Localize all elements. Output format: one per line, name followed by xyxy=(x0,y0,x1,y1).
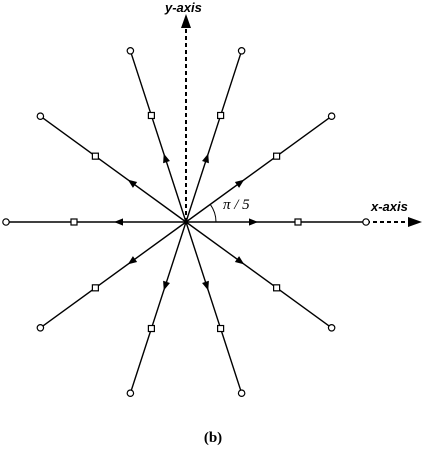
circle-marker-8 xyxy=(237,389,246,397)
ray-arrowhead-9 xyxy=(234,256,245,265)
circle-marker-2 xyxy=(237,47,246,55)
square-marker-5 xyxy=(70,218,78,226)
angle-label: π / 5 xyxy=(223,197,250,213)
circle-marker-6 xyxy=(36,324,45,332)
ray-4 xyxy=(39,115,187,223)
circle-marker-4 xyxy=(36,112,45,120)
circle-marker-1 xyxy=(327,112,336,120)
x-axis-arrow xyxy=(408,217,422,227)
angle-arc xyxy=(209,204,217,223)
square-marker-1 xyxy=(273,152,281,160)
ray-arrowhead-2 xyxy=(202,153,209,164)
ray-2 xyxy=(185,50,243,223)
figure-caption: (b) xyxy=(204,430,222,446)
square-marker-8 xyxy=(217,324,225,333)
square-marker-6 xyxy=(91,284,99,292)
square-marker-2 xyxy=(217,111,225,120)
x-axis-label: x-axis xyxy=(370,199,408,214)
ray-8 xyxy=(185,221,243,394)
circle-marker-3 xyxy=(126,47,135,55)
ray-1 xyxy=(185,115,333,223)
ray-7 xyxy=(129,221,187,394)
rays-group xyxy=(2,47,370,397)
y-axis-arrow xyxy=(181,14,191,28)
square-marker-3 xyxy=(147,111,155,120)
ray-arrowhead-6 xyxy=(127,256,138,265)
square-marker-7 xyxy=(147,324,155,333)
ray-arrowhead-7 xyxy=(163,280,170,291)
ray-3 xyxy=(129,50,187,223)
ray-arrowhead-4 xyxy=(127,179,138,188)
ray-arrowhead-3 xyxy=(163,153,170,164)
circle-marker-7 xyxy=(126,389,135,397)
square-marker-4 xyxy=(91,152,99,160)
y-axis-label: y-axis xyxy=(164,0,202,15)
square-marker-0 xyxy=(294,218,302,226)
ray-arrowhead-0 xyxy=(249,218,258,226)
circle-marker-9 xyxy=(327,324,336,332)
ray-arrowhead-1 xyxy=(234,179,245,188)
ray-6 xyxy=(39,221,187,329)
ray-9 xyxy=(185,221,333,329)
circle-marker-0 xyxy=(362,218,370,226)
ray-arrowhead-5 xyxy=(114,218,123,226)
square-marker-9 xyxy=(273,284,281,292)
ray-arrowhead-8 xyxy=(202,280,209,291)
circle-marker-5 xyxy=(2,218,10,226)
